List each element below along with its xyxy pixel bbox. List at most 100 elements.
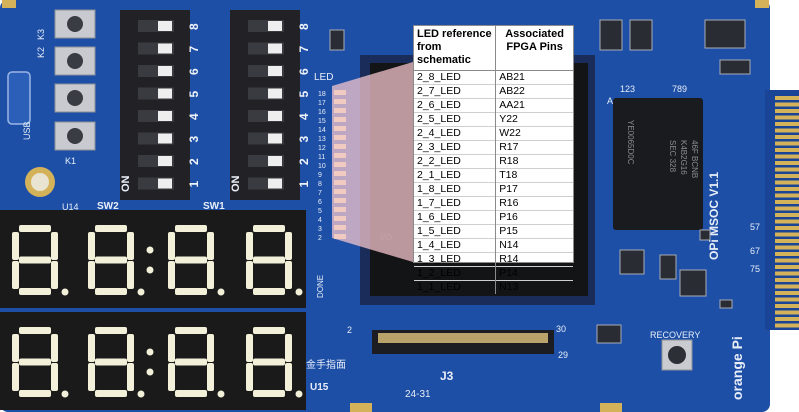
segment	[168, 363, 175, 391]
colon-dot	[146, 246, 154, 254]
fpga-pin-cell: R16	[495, 196, 573, 211]
led-number: 7	[318, 190, 322, 197]
gold-finger	[775, 291, 799, 295]
colon-dot	[146, 368, 154, 376]
led-reference-cell: 1_2_LED	[414, 266, 496, 281]
smd-components	[329, 19, 751, 344]
segment	[246, 232, 253, 260]
segment	[51, 232, 58, 260]
led-number: 2	[318, 235, 322, 242]
mount-hole-inner	[31, 173, 49, 191]
fpga-pin-cell: AA21	[495, 98, 573, 113]
segment	[51, 334, 58, 362]
k2-label: K2	[36, 47, 46, 58]
led-pin-table: LED reference from schematic Associated …	[413, 25, 574, 294]
ddr-chip-line1: YE0065D0C	[626, 120, 635, 165]
fpga-pin-cell: AB22	[495, 84, 573, 99]
gold-finger	[775, 180, 799, 185]
segment	[19, 390, 51, 397]
dip-toggle	[158, 66, 172, 76]
fpga-pin-cell: P16	[495, 210, 573, 225]
gold-pad	[755, 0, 769, 8]
smd-component	[699, 229, 711, 241]
led-highlight	[332, 62, 413, 262]
gold-finger	[775, 115, 799, 120]
dip-toggle	[268, 156, 282, 166]
conn-30-label: 30	[556, 324, 566, 334]
brand-label: orange Pi	[729, 336, 745, 400]
led-number: 9	[318, 172, 322, 179]
pin-789-label: 789	[672, 84, 687, 94]
fpga-pin-cell: R18	[495, 154, 573, 169]
segment	[51, 261, 58, 289]
led-number: 15	[318, 118, 326, 125]
segment	[253, 358, 285, 366]
gold-finger	[775, 135, 799, 139]
dip-number: 5	[187, 91, 201, 98]
segment	[246, 261, 253, 289]
push-button-cap	[67, 128, 83, 144]
table-header-row: LED reference from schematic Associated …	[414, 26, 573, 71]
gold-fingers	[775, 96, 799, 328]
gold-finger	[775, 310, 799, 315]
seven-segment-digits	[12, 225, 303, 398]
segment	[127, 261, 134, 289]
segment-dot	[295, 288, 303, 296]
segment	[246, 334, 253, 362]
segment	[175, 256, 207, 264]
gold-finger	[775, 219, 799, 224]
segment	[168, 334, 175, 362]
dip-toggle	[158, 178, 172, 189]
led-reference-cell: 2_5_LED	[414, 112, 496, 127]
dip-number: 8	[297, 23, 311, 30]
dip-sw2-toggles	[138, 20, 174, 190]
gold-finger	[775, 161, 799, 165]
gold-finger	[775, 96, 799, 100]
led-number: 12	[318, 145, 326, 152]
dip-toggle	[158, 156, 172, 166]
led-number: 11	[318, 154, 325, 161]
usb-connector	[7, 71, 31, 125]
led-reference-cell: 1_1_LED	[414, 280, 496, 294]
led-number: 4	[318, 217, 322, 224]
segment	[88, 363, 95, 391]
smd-component	[619, 249, 645, 275]
segment	[207, 261, 214, 289]
smd-component	[659, 254, 677, 280]
gold-finger	[775, 213, 799, 217]
segment	[19, 358, 51, 366]
segment	[207, 232, 214, 260]
chinese-label: 金手指面	[306, 358, 346, 371]
fpga-pin-cell: AB21	[495, 70, 573, 85]
dip-toggle	[268, 111, 282, 121]
dip-number: 2	[297, 158, 311, 165]
smd-component	[599, 19, 623, 51]
gold-finger	[775, 284, 799, 289]
gold-finger	[775, 193, 799, 198]
led-reference-cell: 1_8_LED	[414, 182, 496, 197]
dip-toggle	[158, 21, 172, 31]
dip-toggle	[268, 43, 282, 54]
dip-toggle	[158, 43, 172, 54]
segment	[95, 288, 127, 295]
fpga-pin-cell: P15	[495, 224, 573, 239]
date-code-label: 24-31	[405, 389, 431, 400]
segment	[95, 390, 127, 397]
segment-dot	[137, 288, 145, 296]
fpga-pin-cell: P17	[495, 182, 573, 197]
j3-contacts	[378, 333, 548, 343]
segment	[253, 256, 285, 264]
gold-finger	[775, 187, 799, 191]
segment	[285, 261, 292, 289]
push-button-cap	[67, 53, 83, 69]
led-reference-cell: 2_6_LED	[414, 98, 496, 113]
